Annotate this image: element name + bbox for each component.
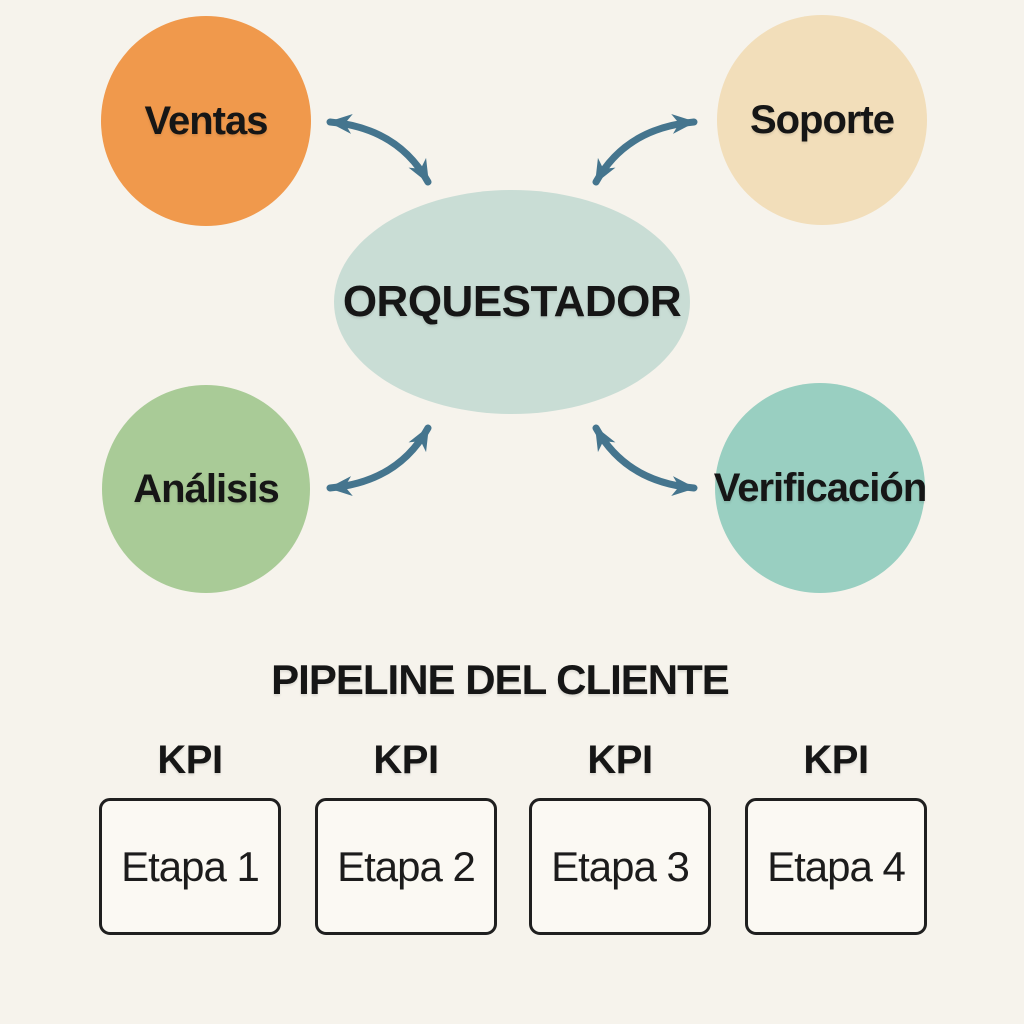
- agent-label-ventas: Ventas: [144, 98, 269, 143]
- pipeline-stage-1: KPI Etapa 1: [99, 740, 281, 935]
- kpi-label-2: KPI: [373, 738, 439, 782]
- kpi-label-3: KPI: [587, 738, 653, 782]
- arrow-verificacion-orchestrator: [592, 424, 698, 497]
- agent-node-verificacion: Verificación: [713, 383, 928, 593]
- agent-node-ventas: Ventas: [101, 16, 311, 226]
- agent-node-analisis: Análisis: [102, 385, 310, 593]
- agent-node-soporte: Soporte: [717, 15, 927, 225]
- agent-label-verificacion: Verificación: [713, 465, 928, 510]
- agent-label-analisis: Análisis: [133, 466, 279, 511]
- kpi-label-1: KPI: [157, 738, 223, 782]
- pipeline-title: PIPELINE DEL CLIENTE: [271, 656, 730, 703]
- stage-label-2: Etapa 2: [337, 842, 476, 890]
- stage-box-4: Etapa 4: [745, 798, 927, 935]
- arrow-ventas-orchestrator: [326, 113, 432, 186]
- stage-box-3: Etapa 3: [529, 798, 711, 935]
- stage-box-2: Etapa 2: [315, 798, 497, 935]
- arrow-soporte-orchestrator: [592, 113, 698, 186]
- stage-label-3: Etapa 3: [551, 842, 690, 890]
- kpi-label-4: KPI: [803, 738, 869, 782]
- stage-box-1: Etapa 1: [99, 798, 281, 935]
- arrow-analisis-orchestrator: [326, 424, 432, 497]
- pipeline-stage-3: KPI Etapa 3: [529, 740, 711, 935]
- orchestrator-label: ORQUESTADOR: [342, 277, 682, 326]
- orchestrator-node: ORQUESTADOR: [334, 190, 690, 414]
- pipeline-stage-4: KPI Etapa 4: [745, 740, 927, 935]
- pipeline-stage-2: KPI Etapa 2: [315, 740, 497, 935]
- stage-label-4: Etapa 4: [767, 842, 906, 890]
- agent-label-soporte: Soporte: [749, 97, 895, 142]
- stage-label-1: Etapa 1: [121, 842, 260, 890]
